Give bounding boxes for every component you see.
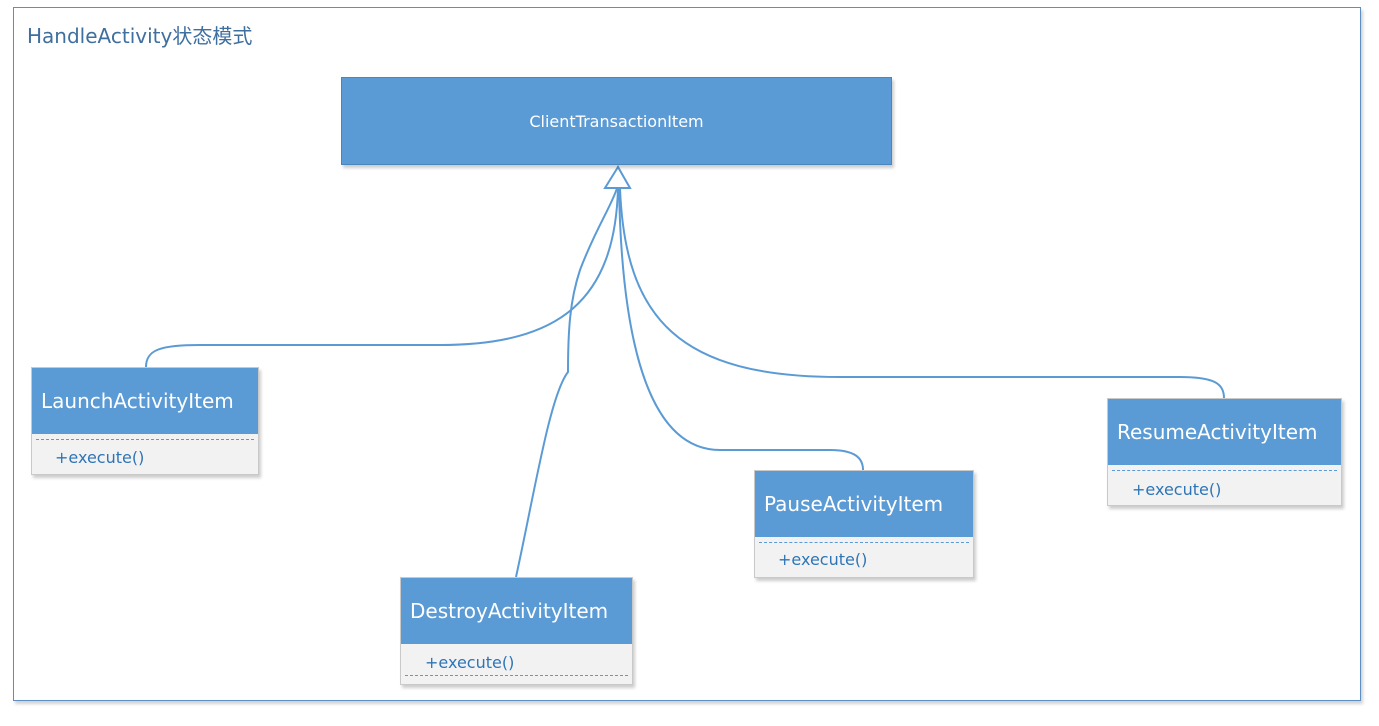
- method-execute: +execute(): [55, 448, 145, 467]
- edge-pause-to-parent: [618, 187, 864, 471]
- class-destroy-activity-item[interactable]: DestroyActivityItem +execute(): [400, 577, 633, 685]
- class-name: LaunchActivityItem: [41, 389, 234, 413]
- class-pause-activity-item[interactable]: PauseActivityItem +execute(): [754, 470, 974, 578]
- separator-line: [759, 542, 969, 543]
- class-name: ClientTransactionItem: [529, 111, 704, 131]
- separator-line: [405, 675, 628, 676]
- diagram-title: HandleActivity状态模式: [27, 24, 253, 48]
- separator-line: [36, 439, 254, 440]
- class-resume-activity-item[interactable]: ResumeActivityItem +execute(): [1107, 398, 1342, 506]
- edge-destroy-to-parent: [515, 187, 618, 578]
- class-client-transaction-item[interactable]: ClientTransactionItem: [341, 77, 892, 165]
- edge-launch-to-parent: [145, 187, 619, 368]
- class-name: PauseActivityItem: [764, 492, 944, 516]
- class-header: DestroyActivityItem: [401, 578, 632, 644]
- class-name: ResumeActivityItem: [1117, 420, 1318, 444]
- edge-resume-to-parent: [619, 187, 1225, 399]
- method-execute: +execute(): [425, 653, 515, 672]
- class-body: +execute(): [755, 537, 973, 577]
- class-header: LaunchActivityItem: [32, 368, 258, 434]
- method-execute: +execute(): [778, 550, 868, 569]
- class-header: ResumeActivityItem: [1108, 399, 1341, 465]
- class-launch-activity-item[interactable]: LaunchActivityItem +execute(): [31, 367, 259, 475]
- method-execute: +execute(): [1132, 480, 1222, 499]
- class-body: +execute(): [32, 434, 258, 474]
- generalization-arrowhead: [603, 165, 632, 189]
- class-header: PauseActivityItem: [755, 471, 973, 537]
- class-name: DestroyActivityItem: [410, 599, 609, 623]
- class-body: +execute(): [1108, 465, 1341, 505]
- class-body: +execute(): [401, 644, 632, 684]
- separator-line: [1112, 470, 1337, 471]
